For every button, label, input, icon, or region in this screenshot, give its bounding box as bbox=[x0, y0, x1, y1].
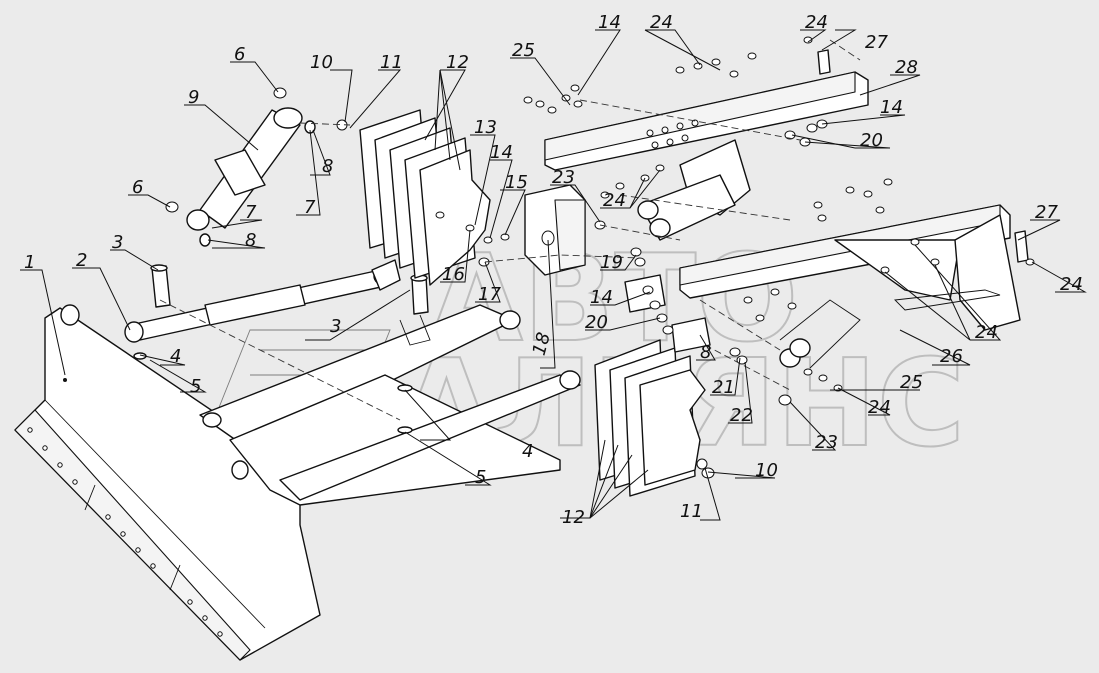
callout-11a: 11 bbox=[380, 52, 403, 73]
lower-frame-beam bbox=[679, 204, 1021, 369]
nut-cluster-20 bbox=[784, 119, 828, 147]
callout-5b: 5 bbox=[475, 467, 486, 488]
nut-cluster-22-23 bbox=[594, 220, 792, 406]
callout-27a: 27 bbox=[865, 32, 888, 53]
callout-14c: 14 bbox=[880, 97, 903, 118]
callout-4b: 4 bbox=[522, 441, 533, 462]
callout-9: 9 bbox=[188, 87, 199, 108]
callout-20a: 20 bbox=[585, 312, 608, 333]
callout-24c: 24 bbox=[603, 190, 626, 211]
callout-24e: 24 bbox=[975, 322, 998, 343]
tilt-cylinder bbox=[165, 87, 316, 247]
callout-24d: 24 bbox=[1060, 274, 1083, 295]
callout-21: 21 bbox=[712, 377, 735, 398]
callout-5a: 5 bbox=[190, 376, 201, 397]
blade-bolt-holes bbox=[27, 427, 223, 637]
bolt-cluster-13-17 bbox=[435, 211, 510, 267]
callout-7b: 7 bbox=[245, 202, 257, 223]
callout-6b: 6 bbox=[132, 177, 143, 198]
callout-3a: 3 bbox=[112, 232, 123, 253]
callout-10a: 10 bbox=[310, 52, 333, 73]
callout-23b: 23 bbox=[815, 432, 838, 453]
callout-15: 15 bbox=[505, 172, 528, 193]
callout-24a: 24 bbox=[650, 12, 673, 33]
callout-12b: 12 bbox=[562, 507, 585, 528]
watermark-line1: АВТО bbox=[430, 230, 798, 369]
mount-bracket bbox=[524, 184, 586, 276]
callout-2: 2 bbox=[76, 250, 87, 271]
callout-14a: 14 bbox=[490, 142, 513, 163]
callout-8a: 8 bbox=[322, 156, 333, 177]
upper-frame-beam bbox=[544, 71, 869, 241]
washers-4-5 bbox=[133, 352, 413, 434]
callout-11b: 11 bbox=[680, 501, 703, 522]
counterweight-stack-lower bbox=[594, 339, 715, 497]
callout-24f: 24 bbox=[868, 397, 891, 418]
bolt-cluster-24-mid bbox=[600, 164, 665, 199]
callout-17: 17 bbox=[478, 284, 501, 305]
callout-1: 1 bbox=[24, 252, 35, 273]
dozer-blade bbox=[14, 304, 321, 661]
callout-26: 26 bbox=[940, 346, 963, 367]
callout-3b: 3 bbox=[330, 316, 341, 337]
callout-10b: 10 bbox=[755, 460, 778, 481]
callout-14d: 14 bbox=[590, 287, 613, 308]
side-plates bbox=[817, 49, 1029, 263]
callout-7a: 7 bbox=[304, 197, 316, 218]
callout-14b: 14 bbox=[598, 12, 621, 33]
nut-cluster-20-lower bbox=[630, 247, 674, 335]
callout-8c: 8 bbox=[700, 342, 711, 363]
callout-16: 16 bbox=[442, 264, 465, 285]
callout-labels: 1 2 3 3 4 4 5 5 6 6 7 7 8 8 8 9 10 10 11… bbox=[24, 12, 1083, 528]
callout-28: 28 bbox=[895, 57, 918, 78]
callout-13: 13 bbox=[474, 117, 497, 138]
counterweight-stack-upper bbox=[336, 109, 491, 286]
callout-6a: 6 bbox=[234, 44, 245, 65]
bolt-cluster-24-right bbox=[813, 178, 1035, 274]
callout-19: 19 bbox=[600, 252, 623, 273]
beam-holes bbox=[646, 119, 699, 149]
bolt-cluster-14-25 bbox=[523, 84, 583, 114]
callout-25a: 25 bbox=[512, 40, 535, 61]
callout-27b: 27 bbox=[1035, 202, 1058, 223]
callout-23a: 23 bbox=[552, 167, 575, 188]
callout-20b: 20 bbox=[860, 130, 883, 151]
fasteners bbox=[435, 36, 1035, 406]
callout-8b: 8 bbox=[245, 230, 256, 251]
callout-12a: 12 bbox=[446, 52, 469, 73]
callout-4a: 4 bbox=[170, 346, 181, 367]
callout-24b: 24 bbox=[805, 12, 828, 33]
assembly-centerlines bbox=[159, 39, 861, 421]
push-frame bbox=[199, 304, 581, 506]
leader-lines bbox=[20, 29, 1087, 521]
lift-cylinder-lower bbox=[124, 259, 401, 343]
callout-25b: 25 bbox=[900, 372, 923, 393]
callout-22: 22 bbox=[730, 405, 753, 426]
